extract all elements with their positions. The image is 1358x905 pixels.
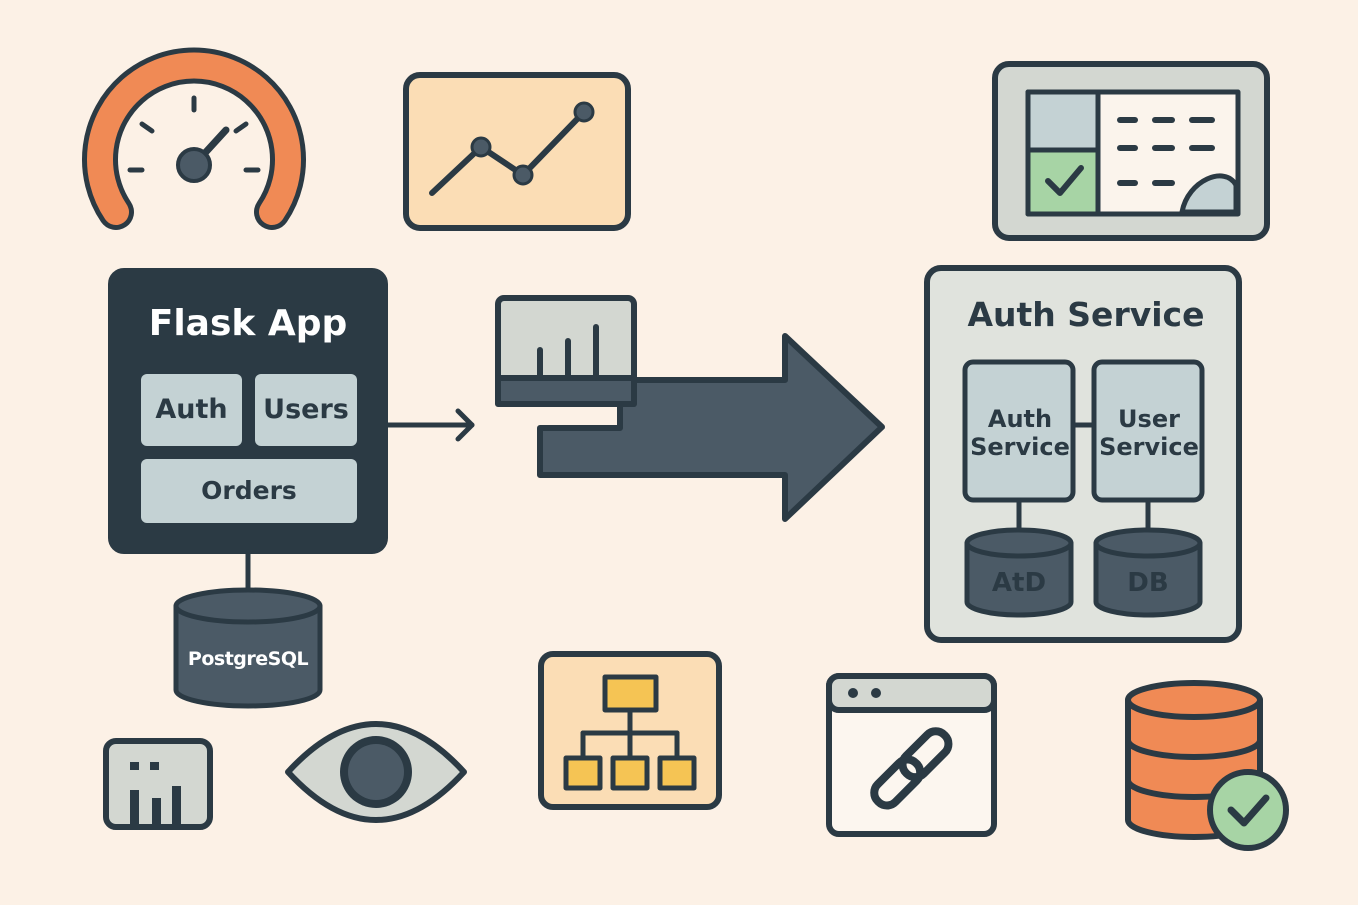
bar-chart-icon [495, 295, 637, 407]
module-auth-label: Auth [155, 394, 228, 426]
user-service-node-label: User Service [1099, 405, 1199, 461]
line-chart-icon [403, 72, 631, 231]
module-orders-label: Orders [201, 475, 297, 505]
hierarchy-icon [538, 651, 722, 810]
auth-service-title: Auth Service [967, 295, 1205, 335]
auth-db-label: AtD [991, 568, 1047, 599]
eye-icon [285, 721, 467, 823]
database-check-icon [1125, 680, 1289, 851]
speedometer-icon [82, 47, 306, 230]
postgresql-database-icon [173, 587, 323, 709]
flask-app-title: Flask App [148, 303, 348, 345]
user-db-label: DB [1127, 568, 1169, 599]
auth-service-node-label: Auth Service [970, 405, 1070, 461]
postgresql-label: PostgreSQL [187, 648, 309, 671]
auth-service-panel [924, 265, 1242, 643]
small-bar-chart-icon [103, 738, 213, 830]
module-users-label: Users [263, 394, 349, 426]
flask-app-box [108, 268, 388, 554]
browser-link-icon [826, 673, 997, 837]
small-arrow-icon [385, 408, 475, 442]
dashboard-window-icon [992, 61, 1270, 241]
